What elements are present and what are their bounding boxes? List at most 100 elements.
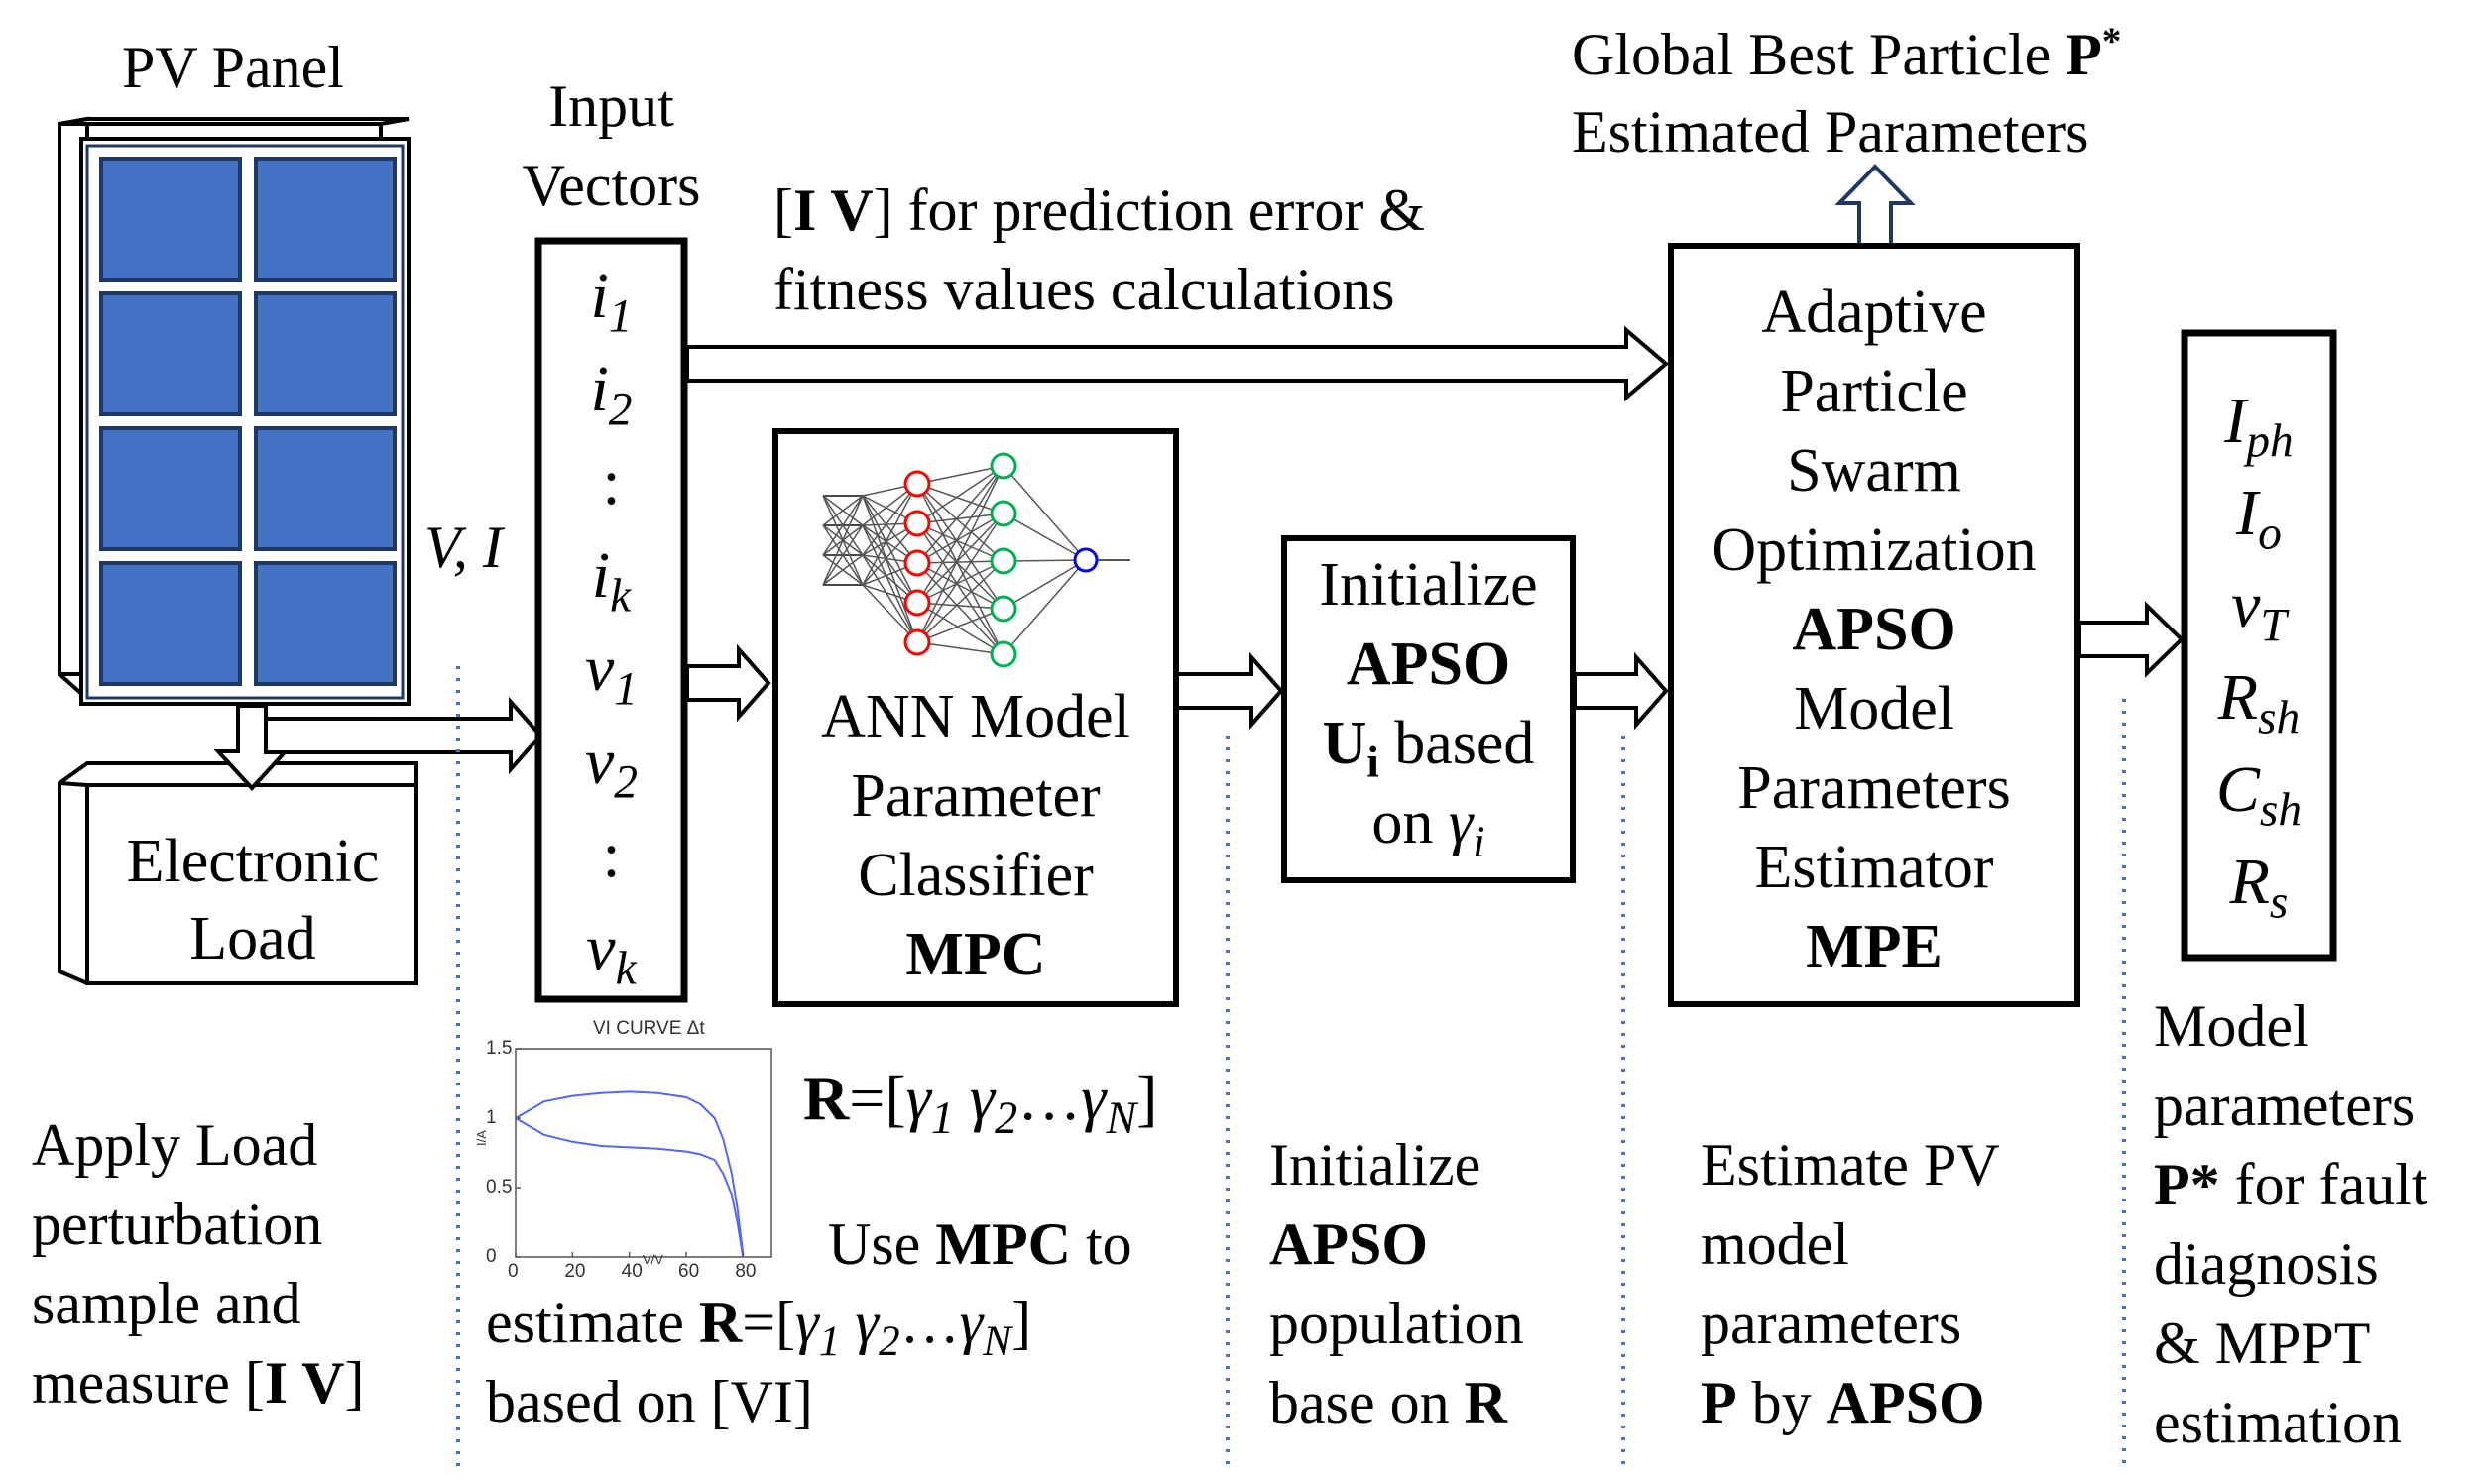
input-vector-5: v1 (584, 632, 639, 716)
estimator-line-1: Model (1794, 675, 1954, 742)
global-best-label: Global Best Particle P* (1572, 20, 2122, 87)
parameters-box (2181, 329, 2337, 962)
input-vectors-box (534, 237, 688, 1003)
arrow-panel-to-input (264, 696, 543, 775)
nn-hidden1-node (903, 510, 931, 537)
pv-panel (58, 116, 411, 706)
param-Iph: Iph (2224, 385, 2294, 468)
pv-cell-8 (254, 561, 397, 686)
use-mpc-caption: Use MPC to (828, 1211, 1132, 1277)
apso-line-1: Adaptive (1761, 279, 1987, 346)
chart-x-tick-80: 80 (735, 1261, 757, 1282)
chart-y-tick-0.5: 0.5 (486, 1177, 513, 1198)
pv-cell-3 (99, 291, 242, 416)
mpe-acronym: MPE (1806, 913, 1943, 980)
vi-curve-chart (515, 1048, 772, 1258)
input-vector-4: ik (591, 539, 632, 623)
initialize-apso-box (1281, 535, 1576, 883)
estimator-line-3: Estimator (1754, 834, 1994, 901)
param-Rs: Rs (2229, 846, 2289, 929)
apso-line-3: Swarm (1787, 437, 1961, 505)
nn-hidden2-node (990, 595, 1017, 623)
apply-line-1: Apply Load (32, 1112, 318, 1178)
nn-output-node (1073, 547, 1099, 573)
vi-label: V, I (424, 514, 503, 580)
input-vector-8: vk (586, 912, 637, 995)
arrow-apso-to-global-best (1834, 164, 1916, 246)
apply-line-2: perturbation (32, 1192, 323, 1257)
arrow-ann-to-init (1174, 651, 1284, 731)
pv-cell-1 (99, 157, 242, 282)
chart-y-tick-0: 0 (486, 1246, 497, 1267)
apso-line-4: Optimization (1712, 516, 2037, 584)
chart-y-tick-1.5: 1.5 (486, 1038, 513, 1059)
pv-cells (99, 157, 397, 686)
pv-cell-2 (254, 157, 397, 282)
apso-line-2: Particle (1780, 358, 1968, 425)
input-vector-2: i2 (590, 353, 633, 436)
prediction-error-label: [I V] for prediction error & (773, 177, 1426, 243)
electronic-load-box (58, 761, 418, 985)
based-on-vi-caption: based on [VI] (486, 1369, 813, 1434)
estimate-pv-caption: Estimate PV model parameters P by APSO (1701, 1132, 2000, 1435)
r-vector-formula: R=[γ1 γ2…γN] (803, 1063, 1158, 1143)
input-vector-list: i1 i2: ik v1 v2: vk (541, 250, 681, 995)
nn-hidden2-node (990, 640, 1017, 668)
chart-y-tick-1: 1 (486, 1107, 497, 1128)
arrow-init-to-apso (1573, 651, 1669, 731)
model-parameters-caption: Model parameters P* for fault diagnosis … (2154, 993, 2428, 1455)
param-Rsh: Rsh (2217, 661, 2301, 744)
neural-network-icon (822, 452, 1130, 668)
param-Csh: Csh (2215, 753, 2303, 837)
initialize-apso-label: Initialize APSO Ui based on γi (1319, 551, 1538, 866)
input-vector-7: : (602, 819, 621, 891)
pv-cell-4 (254, 291, 397, 416)
nn-hidden1-node (903, 470, 931, 498)
chart-xlabel: V/V (643, 1252, 663, 1267)
apso-acronym: APSO (1792, 596, 1956, 663)
nn-hidden2-node (990, 547, 1017, 575)
init-population-caption: Initialize APSO population base on R (1269, 1132, 1524, 1435)
param-vT: vT (2231, 569, 2287, 652)
chart-x-tick-40: 40 (621, 1261, 643, 1282)
arrow-panel-to-load (213, 704, 291, 791)
chart-plot-area (515, 1048, 772, 1258)
estimator-line-2: Parameters (1737, 754, 2011, 822)
estimate-r-caption: estimate R=[γ1 γ2…γN] (486, 1290, 1032, 1365)
dotted-separators (456, 666, 2126, 1467)
input-vector-1: i1 (590, 260, 633, 343)
arrow-input-to-apso-top (685, 325, 1670, 402)
chart-x-tick-60: 60 (678, 1261, 700, 1282)
arrow-apso-to-params (2077, 601, 2185, 678)
chart-x-tick-20: 20 (564, 1261, 586, 1282)
nn-hidden2-node (990, 452, 1017, 480)
chart-series-2 (515, 1117, 745, 1258)
arrow-input-to-ann (685, 643, 771, 723)
nn-hidden1-node (903, 549, 931, 577)
nn-hidden1-node (903, 628, 931, 656)
chart-series-1 (515, 1090, 745, 1255)
estimated-parameters-label: Estimated Parameters (1572, 99, 2089, 165)
apply-line-4: measure [I V] (32, 1350, 365, 1416)
input-vector-6: v2 (584, 726, 639, 809)
pv-panel-label: PV Panel (122, 35, 344, 100)
pv-cell-5 (99, 426, 242, 551)
chart-title: VI CURVE Δt (593, 1018, 705, 1039)
hollow-arrows (213, 325, 2185, 791)
pv-cell-7 (99, 561, 242, 686)
apso-estimator-box (1668, 243, 2080, 1007)
nn-hidden1-node (903, 589, 931, 617)
input-vector-3: : (602, 446, 621, 518)
fitness-values-label: fitness values calculations (773, 257, 1395, 322)
chart-x-tick-0: 0 (508, 1261, 519, 1282)
nn-hidden2-node (990, 500, 1017, 527)
chart-ylabel: I/A (474, 1130, 489, 1146)
